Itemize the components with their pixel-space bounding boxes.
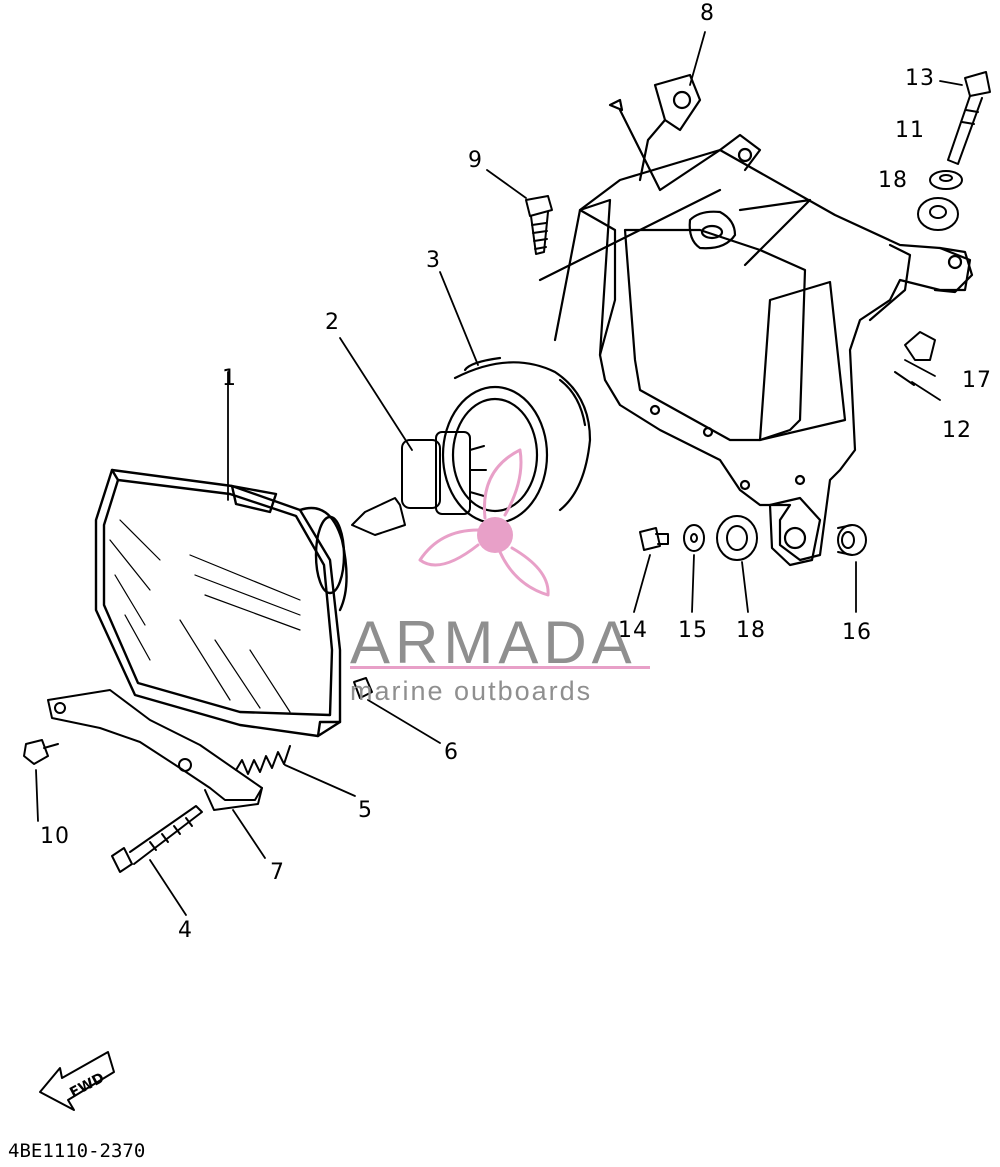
callout-13: 13 [905, 66, 935, 91]
headlight-stay [538, 73, 974, 567]
watermark-subtitle: marine outboards [350, 676, 593, 706]
callout-16: 16 [842, 620, 872, 645]
callout-8: 8 [700, 1, 715, 26]
clip-17 [904, 331, 936, 361]
bulb [351, 431, 487, 536]
headlight-unit [94, 468, 348, 738]
callout-11: 11 [895, 118, 925, 143]
callout-1: 1 [222, 366, 237, 391]
screw-4 [111, 805, 203, 873]
callout-4: 4 [178, 918, 193, 943]
bolt-9 [525, 195, 553, 255]
callout-12: 12 [942, 418, 972, 443]
drawing-code: 4BE1110-2370 [8, 1140, 146, 1162]
socket-cover [441, 356, 592, 525]
callout-3: 3 [426, 248, 441, 273]
bolt-10 [23, 739, 59, 765]
callout-5: 5 [358, 798, 373, 823]
bolt-13 [947, 71, 991, 165]
callout-18-top: 18 [878, 168, 908, 193]
watermark-title: ARMADA [350, 609, 637, 676]
nut-6 [353, 677, 373, 699]
callout-9: 9 [468, 148, 483, 173]
callout-18-bottom: 18 [736, 618, 766, 643]
callout-14: 14 [618, 618, 648, 643]
collar-16 [837, 524, 867, 556]
callout-6: 6 [444, 740, 459, 765]
fwd-label: FWD [67, 1070, 107, 1101]
propeller-logo [418, 448, 550, 597]
leader-lines [35, 31, 963, 916]
collar-11 [929, 170, 963, 190]
spring-5 [235, 745, 291, 775]
callout-10: 10 [40, 824, 70, 849]
bracket-7 [47, 689, 263, 811]
callout-2: 2 [325, 310, 340, 335]
watermark-divider [350, 666, 650, 669]
screw-12 [894, 371, 915, 386]
callout-15: 15 [678, 618, 708, 643]
callout-17: 17 [962, 368, 992, 393]
washer-15 [683, 524, 705, 552]
grommet-18-top [917, 197, 959, 231]
callout-7: 7 [270, 860, 285, 885]
grommet-18-bottom [716, 515, 758, 561]
bolt-14 [639, 527, 669, 551]
fwd-arrow-icon: FWD [39, 1051, 115, 1111]
